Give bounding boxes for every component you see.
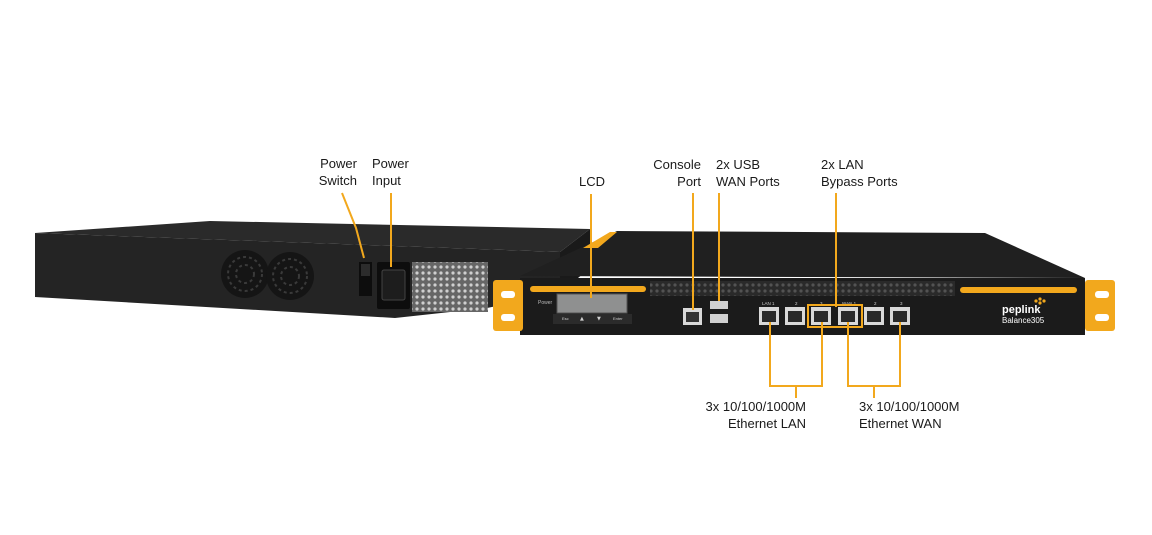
- rack-ear-left-slot-top: [501, 291, 515, 298]
- wan2-port-label: 2: [874, 301, 877, 306]
- usb-port-bottom[interactable]: [710, 314, 728, 323]
- up-button[interactable]: ▲: [580, 316, 584, 322]
- front-light-strip-left: [530, 286, 646, 292]
- lan2-port-label: 2: [795, 301, 798, 306]
- power-led-label: Power: [538, 300, 553, 306]
- peplink-logo-dots: [1034, 297, 1046, 305]
- rack-ear-left-slot-bottom: [501, 314, 515, 321]
- rack-ear-right-slot-bottom: [1095, 314, 1109, 321]
- lan1-port-label: LAN 1: [762, 301, 775, 306]
- model-name: Balance305: [1002, 316, 1045, 325]
- power-switch-rocker: [361, 264, 370, 276]
- label-ethernet-wan: 3x 10/100/1000M Ethernet WAN: [859, 399, 960, 431]
- callout-lines: [341, 192, 901, 398]
- callout-line-power-switch: [341, 192, 365, 259]
- wan1-port-label: WAN 1: [842, 301, 857, 306]
- rear-top-surface: [35, 221, 590, 252]
- label-ethernet-lan: 3x 10/100/1000M Ethernet LAN: [705, 399, 806, 431]
- fan-right: [266, 252, 314, 300]
- label-console-port: Console Port: [653, 157, 701, 189]
- rack-ear-right-slot-top: [1095, 291, 1109, 298]
- power-input-inner: [381, 269, 406, 301]
- router-rear-unit: [35, 221, 590, 318]
- console-port-opening: [686, 312, 699, 322]
- ethernet-port-lan3-jack: [814, 311, 828, 322]
- front-light-strip-right: [960, 287, 1077, 293]
- usb-port-top[interactable]: [710, 301, 728, 309]
- ethernet-port-wan3-jack: [893, 311, 907, 322]
- ethernet-port-lan2-jack: [788, 311, 802, 322]
- label-power-input: Power Input: [372, 156, 409, 188]
- rack-ear-left: [493, 280, 523, 331]
- ethernet-port-wan2-jack: [867, 311, 881, 322]
- rear-vent-holes: [412, 262, 488, 312]
- ethernet-port-lan1-jack: [762, 311, 776, 322]
- front-top-vent-holes: [650, 281, 955, 296]
- ethernet-port-wan1-jack: [841, 311, 855, 322]
- label-lan-bypass-ports: 2x LAN Bypass Ports: [821, 157, 898, 189]
- label-usb-wan-ports: 2x USB WAN Ports: [716, 157, 780, 189]
- router-front-unit: Power Esc ▲ ▼ Enter LAN 1 2 3 WAN 1 2 3: [493, 231, 1115, 335]
- enter-button[interactable]: Enter: [613, 316, 623, 321]
- rack-ear-right: [1085, 280, 1115, 331]
- lcd-button-bar: [553, 314, 632, 324]
- label-power-switch: Power Switch: [318, 156, 357, 188]
- esc-button[interactable]: Esc: [562, 316, 569, 321]
- down-button[interactable]: ▼: [597, 316, 601, 322]
- front-top-surface: [520, 231, 1085, 278]
- label-lcd: LCD: [578, 174, 605, 189]
- lan3-port-label: 3: [820, 301, 823, 306]
- fan-left: [221, 250, 269, 298]
- wan3-port-label: 3: [900, 301, 903, 306]
- brand-logo: peplink: [1002, 304, 1041, 316]
